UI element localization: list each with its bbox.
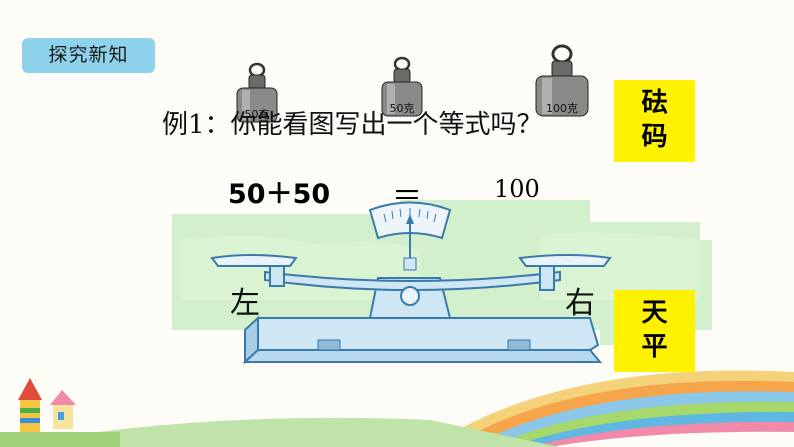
weight-50g-left: 50克 [232,62,282,124]
weight-card: 砝 码 [614,80,695,162]
weight-label: 50克 [244,108,270,121]
weight-icon [381,56,423,117]
balance-card-line2: 平 [641,332,668,362]
weight-icon [535,44,589,117]
balance-card: 天 平 [614,290,695,372]
weight-label: 50克 [389,102,415,115]
weight-card-line2: 码 [641,122,668,152]
right-label: 右 [565,286,595,321]
section-tag: 探究新知 [22,38,155,73]
houses-decoration [0,378,120,447]
left-label: 左 [230,286,260,321]
weight-icon [236,62,278,123]
question-text: 例1：你能看图写出一个等式吗？ [162,110,543,140]
rainbow-decoration [0,370,794,447]
weight-label: 100克 [546,102,578,115]
weight-card-line1: 砝 [641,88,668,118]
weight-50g-right: 50克 [377,56,427,118]
equation-left: 50＋50 [228,179,331,210]
weight-100g: 100克 [531,44,593,118]
balance-card-line1: 天 [641,298,668,328]
equation-right: 100 [494,175,540,203]
